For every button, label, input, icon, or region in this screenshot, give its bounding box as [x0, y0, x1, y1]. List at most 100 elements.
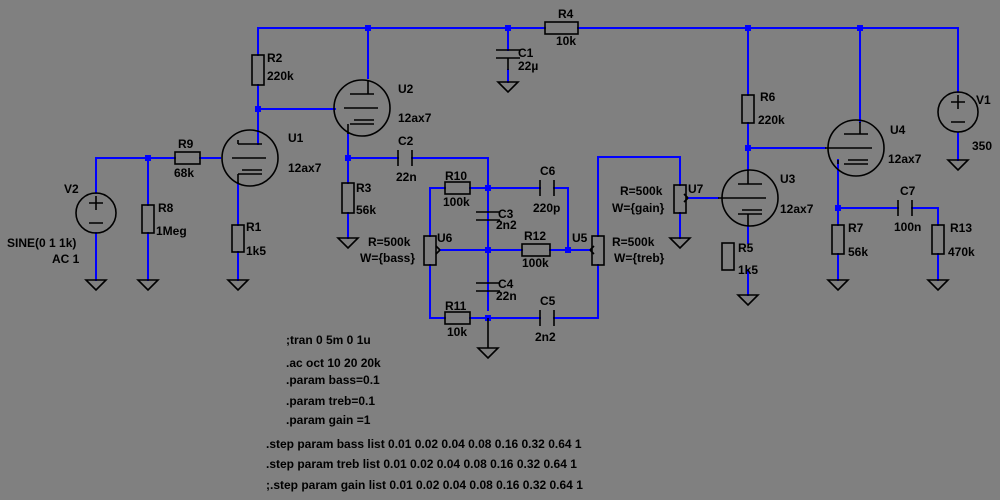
label-R11-name: R11: [445, 299, 467, 313]
label-R13-value: 470k: [948, 245, 975, 259]
label-R9-value: 68k: [174, 166, 194, 180]
label-R8-name: R8: [158, 201, 174, 215]
label-R5-value: 1k5: [738, 263, 758, 277]
label-R5-name: R5: [738, 241, 754, 255]
ground-icon: [476, 347, 500, 360]
label-U6-r: R=500k: [368, 235, 411, 249]
resistor-R10[interactable]: [444, 181, 471, 195]
label-R1-value: 1k5: [246, 244, 266, 258]
label-V2-name: V2: [64, 182, 79, 196]
label-R6-value: 220k: [758, 113, 785, 127]
label-R1-name: R1: [246, 220, 262, 234]
label-V2-value2: AC 1: [52, 252, 80, 266]
label-U5-w: W={treb}: [614, 251, 665, 265]
label-R7-name: R7: [848, 221, 864, 235]
label-V2-value1: SINE(0 1 1k): [7, 236, 76, 250]
label-U7-w: W={gain}: [612, 201, 665, 215]
ground-icon: [946, 159, 970, 172]
label-R7-value: 56k: [848, 245, 868, 259]
ground-icon: [226, 279, 250, 292]
label-C1-value: 22µ: [518, 59, 538, 73]
ground-icon: [84, 279, 108, 292]
spice-directives[interactable]: ;tran 0 5m 0 1u .ac oct 10 20 20k .param…: [266, 333, 583, 492]
triode-U3[interactable]: [718, 169, 779, 227]
step-directive-line: .step param treb list 0.01 0.02 0.04 0.0…: [266, 457, 577, 471]
potentiometer-U7[interactable]: [673, 184, 689, 214]
label-R13-name: R13: [950, 221, 972, 235]
resistor-R3[interactable]: [341, 182, 355, 214]
label-U5-r: R=500k: [612, 235, 655, 249]
ground-icon: [826, 279, 850, 292]
label-C2-value: 22n: [396, 170, 417, 184]
ground-icon: [668, 237, 692, 250]
triode-U1[interactable]: [221, 129, 279, 187]
label-C5-name: C5: [540, 294, 556, 308]
label-C7-name: C7: [900, 184, 916, 198]
label-U7-name: U7: [688, 182, 704, 196]
resistor-R13[interactable]: [931, 224, 945, 255]
resistor-R1[interactable]: [231, 224, 245, 253]
triode-U4[interactable]: [825, 119, 885, 177]
resistor-R6[interactable]: [741, 94, 755, 124]
resistor-R11[interactable]: [444, 311, 471, 325]
label-C5-value: 2n2: [535, 330, 556, 344]
resistor-R5[interactable]: [721, 242, 735, 271]
step-directive-line: ;.step param gain list 0.01 0.02 0.04 0.…: [266, 478, 583, 492]
triode-U2[interactable]: [333, 79, 391, 137]
label-U4-value: 12ax7: [888, 152, 922, 166]
ground-icon: [736, 294, 760, 307]
label-R9-name: R9: [178, 137, 194, 151]
label-R4-name: R4: [558, 7, 574, 21]
label-C1-name: C1: [518, 46, 534, 60]
label-U1-name: U1: [288, 131, 304, 145]
resistor-R9[interactable]: [174, 151, 201, 165]
ground-icon: [496, 81, 520, 94]
potentiometer-U6[interactable]: [423, 235, 441, 266]
step-directive-line: .step param bass list 0.01 0.02 0.04 0.0…: [266, 437, 582, 451]
label-U6-name: U6: [437, 231, 453, 245]
voltage-source-V1[interactable]: [937, 91, 979, 133]
label-U3-value: 12ax7: [780, 202, 814, 216]
capacitor-C3[interactable]: [476, 211, 500, 221]
label-V1-value: 350: [972, 139, 992, 153]
label-R10-name: R10: [445, 169, 467, 183]
label-V1-name: V1: [976, 93, 991, 107]
ground-icon: [136, 279, 160, 292]
label-U2-value: 12ax7: [398, 111, 432, 125]
directive-line: ;tran 0 5m 0 1u: [286, 333, 371, 347]
label-U7-r: R=500k: [620, 184, 663, 198]
label-U6-w: W={bass}: [360, 251, 415, 265]
label-U4-name: U4: [890, 123, 906, 137]
label-R10-value: 100k: [443, 195, 470, 209]
ground-icon: [926, 279, 950, 292]
label-C2-name: C2: [398, 134, 414, 148]
label-U2-name: U2: [398, 82, 414, 96]
resistor-R4[interactable]: [544, 21, 579, 35]
voltage-source-V2[interactable]: [75, 192, 117, 234]
capacitor-C1[interactable]: [496, 49, 520, 70]
capacitor-C5[interactable]: [539, 310, 555, 326]
resistor-R8[interactable]: [141, 204, 155, 234]
capacitor-C7[interactable]: [897, 200, 913, 216]
label-C3-name: C3: [498, 207, 514, 221]
directive-line: .param bass=0.1: [286, 373, 380, 387]
label-R3-name: R3: [356, 181, 372, 195]
label-C7-value: 100n: [894, 220, 921, 234]
label-C4-value: 22n: [496, 289, 517, 303]
component-labels: R2 220k R4 10k C1 22µ U2 12ax7 U1 12ax7 …: [7, 7, 992, 344]
potentiometer-U5[interactable]: [589, 235, 605, 266]
label-C3-value: 2n2: [496, 218, 517, 232]
label-R8-value: 1Meg: [156, 224, 187, 238]
label-U1-value: 12ax7: [288, 161, 322, 175]
label-R3-value: 56k: [356, 203, 376, 217]
label-C6-value: 220p: [533, 201, 560, 215]
resistor-R7[interactable]: [831, 224, 845, 255]
label-R12-name: R12: [524, 229, 546, 243]
label-C4-name: C4: [498, 277, 514, 291]
resistor-R2[interactable]: [251, 54, 265, 86]
capacitor-C4[interactable]: [476, 282, 500, 292]
capacitor-C6[interactable]: [539, 180, 555, 196]
capacitor-C2[interactable]: [397, 150, 413, 166]
resistor-R12[interactable]: [521, 243, 551, 257]
